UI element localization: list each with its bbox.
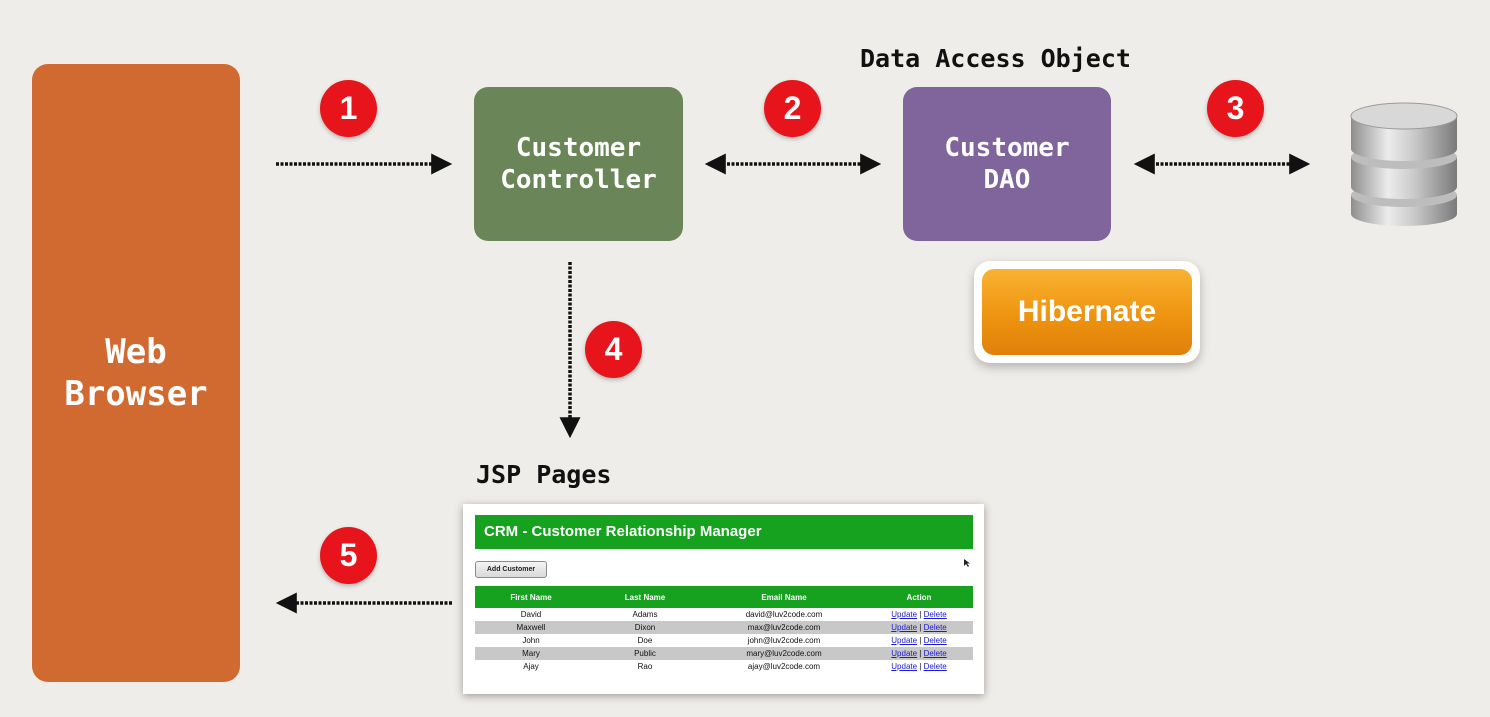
first-name-cell: Ajay: [523, 662, 539, 671]
hibernate-label: Hibernate: [982, 269, 1192, 355]
step-badge-2: 2: [764, 80, 821, 137]
last-name-cell: Rao: [637, 662, 653, 671]
customer-controller-box: Customer Controller: [474, 87, 683, 241]
dao-caption: Data Access Object: [860, 44, 1131, 73]
action-cell: Update | Delete: [865, 621, 973, 634]
add-customer-button[interactable]: Add Customer: [475, 561, 547, 578]
email-cell: david@luv2code.com: [745, 610, 823, 619]
delete-link[interactable]: Delete: [923, 623, 947, 632]
last-name-cell: Doe: [637, 636, 653, 645]
action-separator: |: [919, 636, 922, 645]
action-cell: Update | Delete: [865, 647, 973, 660]
step-badge-3: 3: [1207, 80, 1264, 137]
step-badge-4: 4: [585, 321, 642, 378]
step-badge-5: 5: [320, 527, 377, 584]
column-header-first-name: First Name: [475, 586, 587, 608]
web-browser-box: Web Browser: [32, 64, 240, 682]
column-header-email: Email Name: [703, 586, 865, 608]
first-name-cell: Maxwell: [475, 621, 587, 634]
first-name-cell: Mary: [475, 647, 587, 660]
action-separator: |: [919, 623, 922, 632]
column-header-action: Action: [865, 586, 973, 608]
first-name-cell: John: [522, 636, 540, 645]
table-header-row: First Name Last Name Email Name Action: [475, 586, 973, 608]
delete-link[interactable]: Delete: [923, 662, 947, 671]
update-link[interactable]: Update: [891, 649, 918, 658]
last-name-cell: Adams: [632, 610, 658, 619]
table-row: John Doe john@luv2code.com Update | Dele…: [475, 634, 973, 647]
last-name-cell: Dixon: [587, 621, 703, 634]
email-cell: mary@luv2code.com: [703, 647, 865, 660]
email-cell: max@luv2code.com: [703, 621, 865, 634]
update-link[interactable]: Update: [891, 662, 918, 671]
cursor-icon: [964, 559, 970, 567]
action-cell: Update | Delete: [865, 608, 973, 621]
customer-table: First Name Last Name Email Name Action D…: [475, 586, 973, 673]
database-icon: [1350, 102, 1458, 226]
action-separator: |: [919, 610, 922, 619]
action-separator: |: [919, 662, 922, 671]
update-link[interactable]: Update: [891, 636, 918, 645]
crm-title: CRM - Customer Relationship Manager: [475, 515, 973, 549]
hibernate-frame: Hibernate: [974, 261, 1200, 363]
update-link[interactable]: Update: [891, 610, 918, 619]
email-cell: john@luv2code.com: [747, 636, 821, 645]
table-row: Ajay Rao ajay@luv2code.com Update | Dele…: [475, 660, 973, 673]
action-cell: Update | Delete: [865, 660, 973, 673]
action-separator: |: [919, 649, 922, 658]
update-link[interactable]: Update: [891, 623, 918, 632]
step-badge-1: 1: [320, 80, 377, 137]
action-cell: Update | Delete: [865, 634, 973, 647]
delete-link[interactable]: Delete: [923, 610, 947, 619]
email-cell: ajay@luv2code.com: [747, 662, 821, 671]
column-header-last-name: Last Name: [587, 586, 703, 608]
table-row: David Adams david@luv2code.com Update | …: [475, 608, 973, 621]
first-name-cell: David: [520, 610, 542, 619]
jsp-page-screenshot: CRM - Customer Relationship Manager Add …: [463, 504, 984, 694]
jsp-caption: JSP Pages: [476, 460, 612, 489]
customer-dao-box: Customer DAO: [903, 87, 1111, 241]
last-name-cell: Public: [587, 647, 703, 660]
delete-link[interactable]: Delete: [923, 636, 947, 645]
table-row: Mary Public mary@luv2code.com Update | D…: [475, 647, 973, 660]
table-row: Maxwell Dixon max@luv2code.com Update | …: [475, 621, 973, 634]
delete-link[interactable]: Delete: [923, 649, 947, 658]
